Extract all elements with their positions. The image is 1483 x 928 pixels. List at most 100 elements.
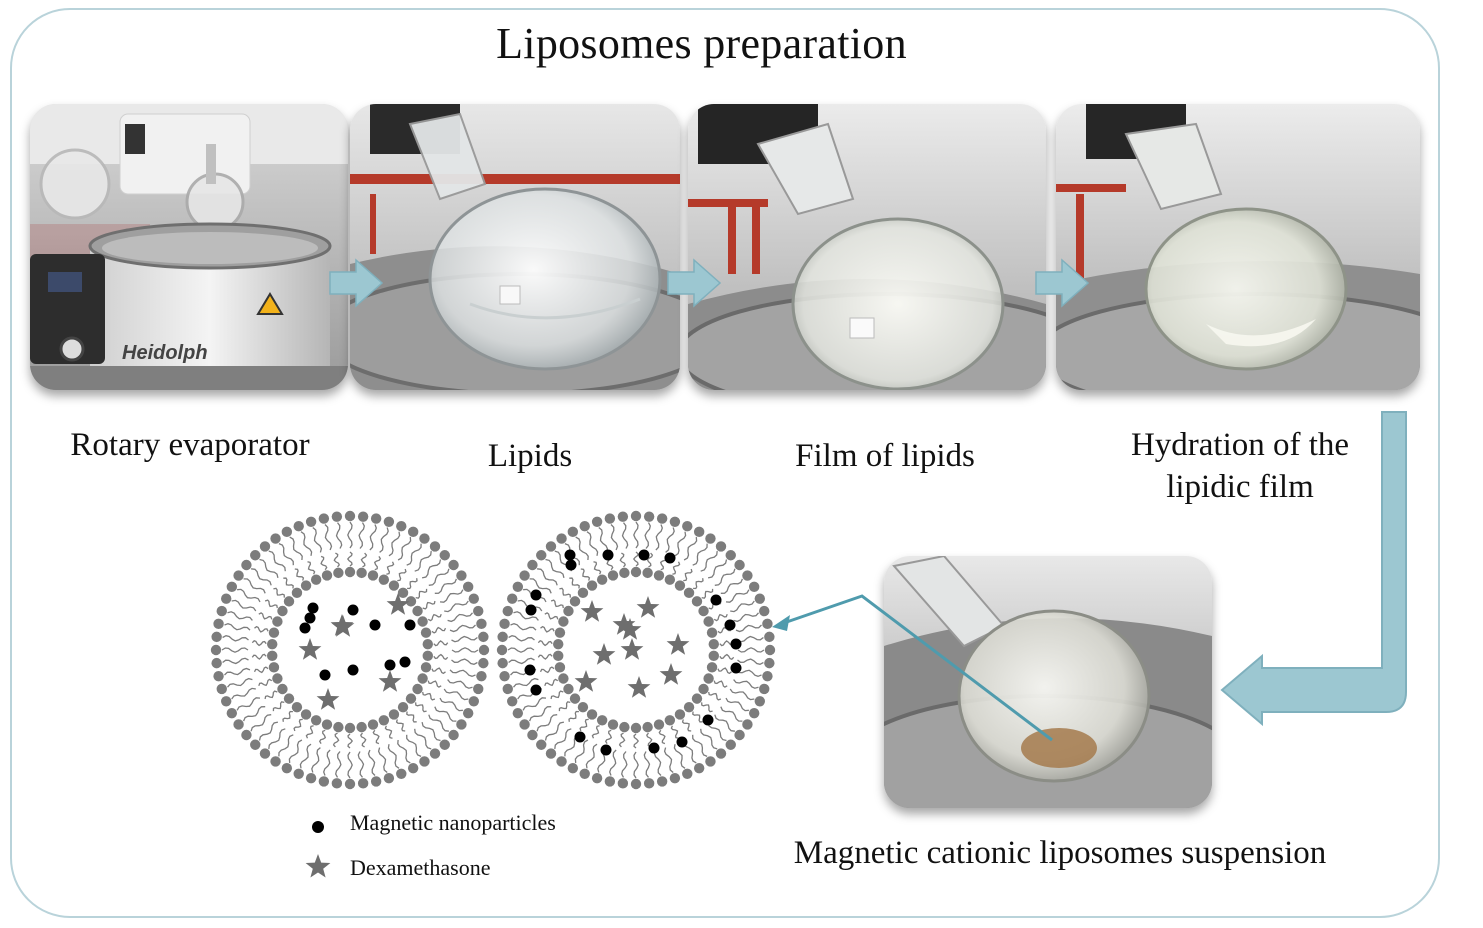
lipid-tail <box>735 624 762 633</box>
lipid-head <box>397 701 409 713</box>
lipid-tail <box>451 635 478 643</box>
lipid-head <box>422 650 433 662</box>
lipid-head <box>556 533 567 544</box>
lipid-head <box>221 696 232 707</box>
brand-label: Heidolph <box>122 342 208 364</box>
lipid-tail <box>318 729 327 744</box>
lipid-head <box>519 719 530 730</box>
lipid-head <box>759 605 770 617</box>
lipid-head <box>499 670 510 682</box>
dexamethasone-star <box>620 638 644 660</box>
lipid-head <box>748 707 760 719</box>
lipid-tail <box>701 702 713 713</box>
lipid-head <box>310 715 322 726</box>
lipid-head <box>448 729 459 741</box>
lipid-head <box>759 683 770 695</box>
lipid-head <box>367 570 379 581</box>
lipid-tail <box>604 729 613 744</box>
rotary-evaporator-photo: Heidolph <box>30 104 348 390</box>
liposome-suspension-flask-photo <box>884 556 1212 808</box>
lipid-head <box>705 533 716 544</box>
lipid-tail <box>672 561 681 575</box>
lipid-tail <box>357 751 365 778</box>
nanoparticle-dot <box>524 664 536 676</box>
flask-with-lipid-film-photo <box>688 104 1046 390</box>
flow-arrow-2 <box>667 258 722 308</box>
lipid-head <box>674 580 686 591</box>
lipid-tail <box>537 653 553 660</box>
lipid-tail <box>449 624 476 633</box>
lipid-head <box>656 776 668 787</box>
lipid-head <box>579 768 590 779</box>
lipid-head <box>277 683 288 695</box>
lipid-head <box>691 693 703 704</box>
lipid-tail <box>447 679 473 689</box>
lipid-tail <box>397 568 407 582</box>
lipid-head <box>321 719 333 730</box>
dexamethasone-star <box>612 613 636 635</box>
lipid-head <box>569 596 581 607</box>
nanoparticle-dot <box>724 619 736 631</box>
lipid-tail <box>258 721 279 741</box>
diagram-title: Liposomes preparation <box>496 19 907 68</box>
lipid-head <box>281 526 293 538</box>
lipid-tail <box>282 710 293 722</box>
lipid-head <box>527 559 538 571</box>
lipid-tail <box>372 729 380 745</box>
lipid-tail <box>439 589 464 603</box>
lipid-head <box>407 762 419 774</box>
lipid-head <box>478 657 489 669</box>
lipid-head <box>674 709 686 720</box>
lipid-tail <box>434 578 457 594</box>
lipid-tail <box>324 524 333 551</box>
lipid-head <box>682 768 693 779</box>
lipid-head <box>250 550 261 561</box>
lipid-tail <box>231 687 256 700</box>
lipid-head <box>429 541 441 552</box>
lipid-head <box>456 570 467 581</box>
lipid-tail <box>554 728 572 749</box>
lipid-head <box>250 739 261 750</box>
nanoparticle-dot <box>307 602 319 614</box>
lipid-tail <box>250 714 272 732</box>
lipid-head <box>502 683 513 695</box>
nanoparticle-dot <box>399 656 411 668</box>
lipid-tail <box>508 657 535 665</box>
lipid-head <box>554 662 566 673</box>
lipid-head <box>305 516 317 527</box>
lipid-tail <box>644 522 651 549</box>
lipid-tail <box>427 613 442 622</box>
lipid-tail <box>278 543 294 566</box>
lipid-head <box>643 511 655 522</box>
nanoparticle-dot <box>369 619 381 631</box>
lipid-head <box>596 574 608 585</box>
lipid-tail <box>397 537 412 561</box>
lipid-tail <box>674 531 687 557</box>
lipid-tail <box>673 744 686 769</box>
lipid-tail <box>544 612 559 620</box>
lipid-tail <box>646 732 653 748</box>
lipid-tail <box>243 578 266 594</box>
lipid-head <box>412 683 423 695</box>
dexamethasone-star <box>618 618 642 640</box>
lipid-tail <box>236 697 261 711</box>
dexamethasone-star <box>386 593 410 615</box>
lipid-tail <box>725 589 750 603</box>
lipid-tail <box>422 600 436 610</box>
lipid-head <box>698 605 709 617</box>
legend-dexamethasone-label: Dexamethasone <box>350 855 491 880</box>
lipid-head <box>715 541 727 552</box>
lipid-tail <box>540 625 555 633</box>
lipid-head <box>318 776 330 787</box>
lipid-head <box>643 778 655 789</box>
lipid-head <box>283 596 295 607</box>
lipid-tail <box>305 725 314 739</box>
lipid-head <box>682 521 693 532</box>
lipid-tail <box>692 734 708 757</box>
lipid-head <box>456 719 467 730</box>
lipid-head <box>577 701 589 713</box>
lipid-tail <box>670 725 679 739</box>
lipid-head <box>210 644 222 656</box>
lipid-head <box>417 616 428 627</box>
nanoparticle-dot <box>730 662 742 674</box>
